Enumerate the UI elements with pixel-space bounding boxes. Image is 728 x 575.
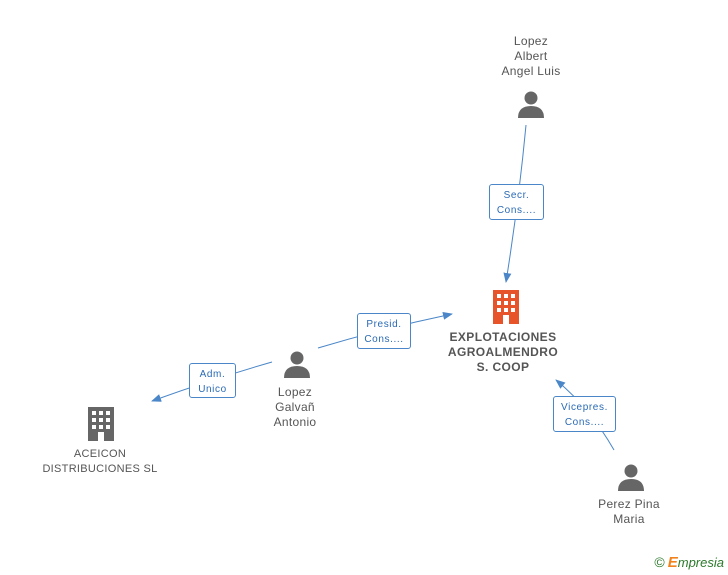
company-label-aceicon[interactable]: ACEICON DISTRIBUCIONES SL — [30, 447, 170, 477]
main-company-label[interactable]: EXPLOTACIONES AGROALMENDRO S. COOP — [438, 330, 568, 375]
company-line-1: ACEICON — [73, 448, 127, 460]
edge-label-line-2: Cons.... — [564, 417, 605, 428]
edge-label-line-1: Secr. — [503, 190, 530, 201]
person-line-1: Lopez — [277, 385, 313, 399]
edge-label-line-1: Presid. — [366, 319, 402, 330]
person-line-1: Lopez — [513, 34, 549, 48]
main-company-line-1: EXPLOTACIONES — [449, 330, 557, 344]
person-icon[interactable] — [517, 90, 545, 118]
edge-label-line-1: Adm. — [199, 369, 226, 380]
person-label-perez-pina[interactable]: Perez Pina Maria — [584, 497, 674, 527]
main-building-icon[interactable] — [491, 290, 521, 324]
person-line-2: Maria — [613, 512, 645, 526]
edge-label-line-2: Cons.... — [496, 205, 537, 216]
copyright-icon: © — [654, 554, 665, 570]
person-line-3: Antonio — [273, 415, 317, 429]
main-company-line-2: AGROALMENDRO — [447, 345, 559, 359]
person-line-1: Perez Pina — [598, 497, 660, 511]
empresia-logo[interactable]: © Empresia — [654, 553, 724, 571]
edge-label-adm[interactable]: Adm. Unico — [189, 363, 236, 398]
company-line-2: DISTRIBUCIONES SL — [42, 463, 158, 475]
person-label-lopez-albert[interactable]: Lopez Albert Angel Luis — [476, 34, 586, 79]
edge-label-vicepres[interactable]: Vicepres. Cons.... — [553, 396, 616, 432]
edge-label-line-1: Vicepres. — [561, 402, 608, 413]
edge-label-secr[interactable]: Secr. Cons.... — [489, 184, 544, 220]
edge-label-presid[interactable]: Presid. Cons.... — [357, 313, 411, 349]
person-icon[interactable] — [283, 350, 311, 378]
person-label-lopez-galvan[interactable]: Lopez Galvañ Antonio — [245, 385, 345, 430]
person-icon[interactable] — [617, 463, 645, 491]
edge-label-line-2: Unico — [198, 384, 227, 395]
brand-initial: E — [667, 553, 678, 571]
edge-label-line-2: Cons.... — [364, 334, 404, 345]
person-line-2: Galvañ — [275, 400, 315, 414]
brand-name: mpresia — [677, 554, 724, 570]
person-line-3: Angel Luis — [501, 64, 561, 78]
building-icon[interactable] — [86, 407, 116, 441]
main-company-line-3: S. COOP — [476, 360, 530, 374]
person-line-2: Albert — [514, 49, 548, 63]
